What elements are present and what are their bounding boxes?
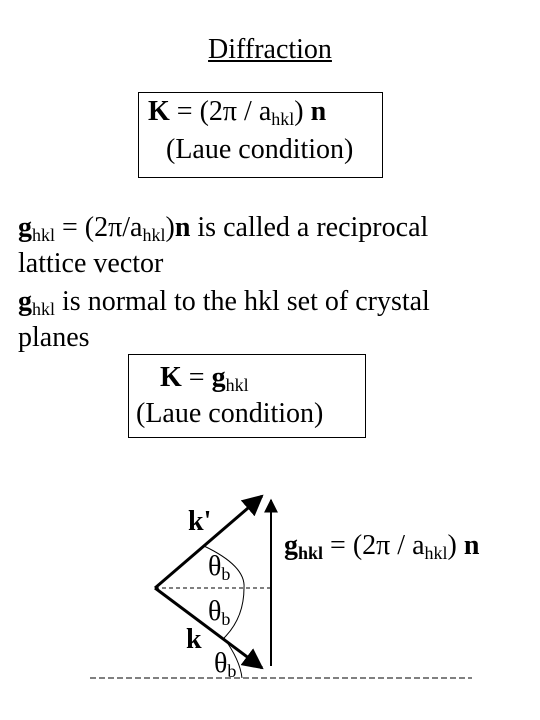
reciprocal-vector-line1: ghkl = (2π/ahkl)n is called a reciprocal [18,212,429,245]
theta-b-upper: θb [208,551,231,584]
normal-statement-line2: planes [18,322,90,353]
k-label: k [186,624,202,655]
g-hkl-label: ghkl = (2π / ahkl) n [284,530,480,563]
laue-equation-box [138,92,383,178]
theta-arc-bottom [223,637,243,679]
page-title: Diffraction [208,34,332,65]
k-prime-arrow [154,494,264,590]
theta-arc-upper [203,545,245,589]
theta-b-lower: θb [214,648,237,681]
theta-arc-lower [223,587,245,639]
normal-statement-line1: ghkl is normal to the hkl set of crystal [18,286,430,319]
k-equals-g-equation: K = ghkl [160,362,249,395]
laue-caption: (Laue condition) [166,134,354,165]
reciprocal-vector-line2: lattice vector [18,248,164,279]
k-equals-g-caption: (Laue condition) [136,398,324,429]
diffraction-diagram [90,494,472,679]
laue-equation: K = (2π / ahkl) n [148,96,327,129]
k-prime-label: k' [188,506,212,537]
k-equals-g-box [128,354,366,438]
theta-b-middle: θb [208,596,231,629]
k-arrow [154,586,264,670]
